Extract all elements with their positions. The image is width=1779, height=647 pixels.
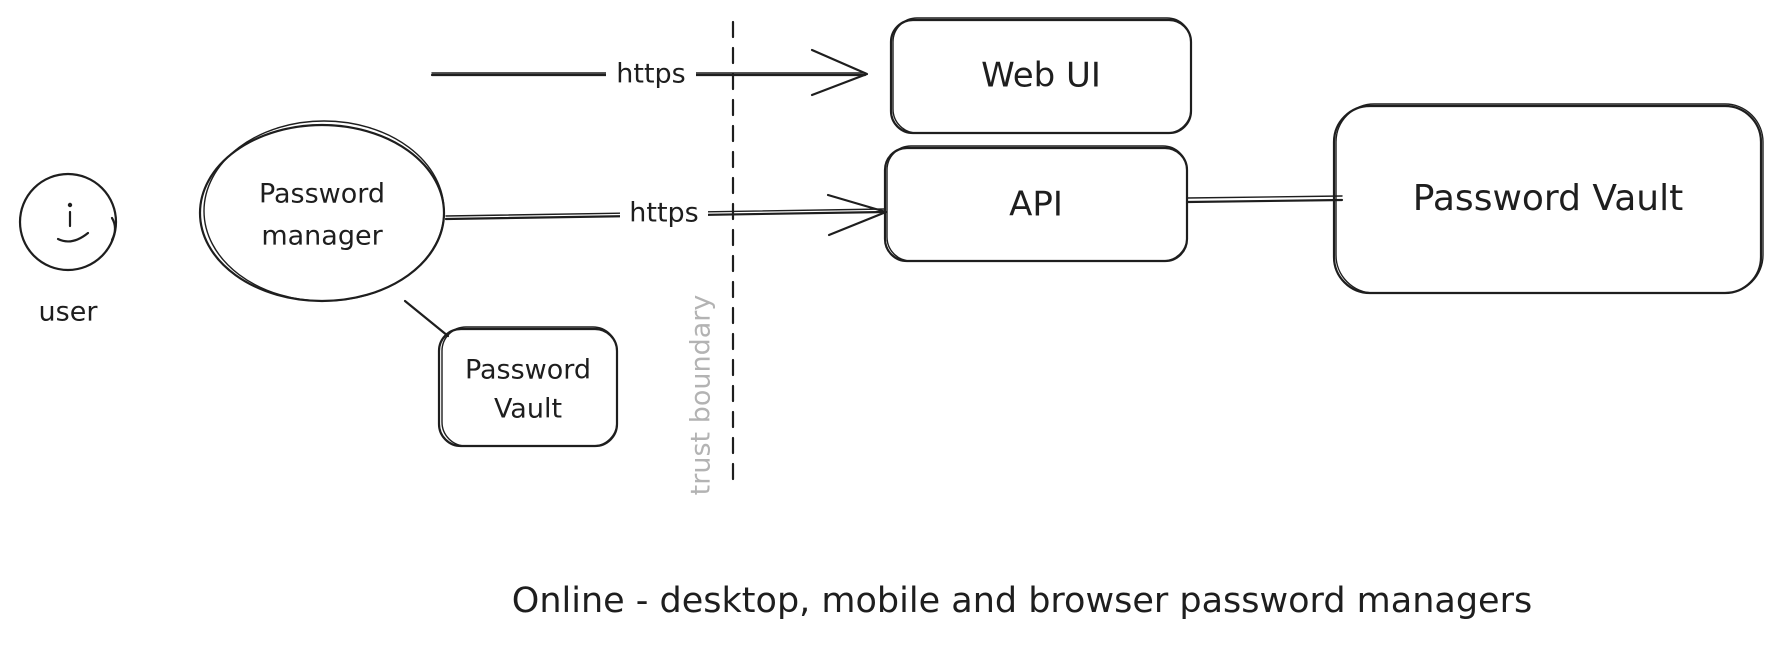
diagram-caption: Online - desktop, mobile and browser pas… bbox=[512, 581, 1532, 621]
server-vault-label: Password Vault bbox=[1413, 178, 1683, 219]
web-ui-node[interactable]: Web UI bbox=[889, 17, 1193, 135]
local-vault-node[interactable]: Password Vault bbox=[437, 326, 619, 448]
web-ui-box-sketch bbox=[892, 17, 1192, 134]
password-manager-label-line1: Password bbox=[259, 179, 385, 210]
password-manager-label-line2: manager bbox=[261, 221, 383, 252]
web-ui-label: Web UI bbox=[981, 56, 1101, 96]
api-node[interactable]: API bbox=[883, 145, 1189, 263]
trust-boundary: trust boundary bbox=[686, 20, 735, 496]
password-manager-node[interactable]: Password manager bbox=[198, 120, 446, 303]
password-manager-ellipse bbox=[198, 123, 446, 303]
edge-to-api-label: https bbox=[629, 198, 699, 229]
local-vault-box bbox=[437, 327, 619, 448]
local-vault-label-line1: Password bbox=[465, 355, 591, 386]
api-box-sketch bbox=[886, 145, 1188, 262]
trust-boundary-label: trust boundary bbox=[686, 295, 717, 496]
api-vault-connector bbox=[1185, 195, 1344, 204]
local-vault-box-sketch bbox=[441, 326, 618, 447]
user-eye-icon bbox=[67, 202, 73, 208]
api-vault-connector-line bbox=[1185, 198, 1344, 204]
edge-to-api-arrowhead-icon bbox=[826, 193, 888, 237]
edge-to-web-ui-label: https bbox=[616, 59, 686, 90]
edge-to-api: https bbox=[444, 193, 888, 237]
api-vault-connector-line-sketch bbox=[1186, 195, 1343, 199]
user-label: user bbox=[39, 297, 99, 328]
edge-to-web-ui-arrowhead-icon bbox=[810, 48, 869, 97]
edge-to-web-ui: https bbox=[430, 48, 869, 97]
user-smile-icon bbox=[56, 231, 90, 243]
edge-to-api-label-bg bbox=[620, 196, 708, 232]
server-vault-box-sketch bbox=[1335, 103, 1764, 294]
user-actor: user bbox=[18, 172, 118, 328]
local-vault-connector bbox=[403, 299, 450, 338]
password-manager-ellipse-sketch bbox=[203, 120, 445, 302]
user-head-sketch-stroke bbox=[110, 216, 117, 242]
api-label: API bbox=[1009, 185, 1063, 225]
edge-to-web-ui-label-bg bbox=[606, 56, 696, 92]
server-vault-node[interactable]: Password Vault bbox=[1332, 103, 1764, 295]
user-head-icon bbox=[18, 172, 118, 272]
local-vault-label-line2: Vault bbox=[494, 394, 562, 425]
